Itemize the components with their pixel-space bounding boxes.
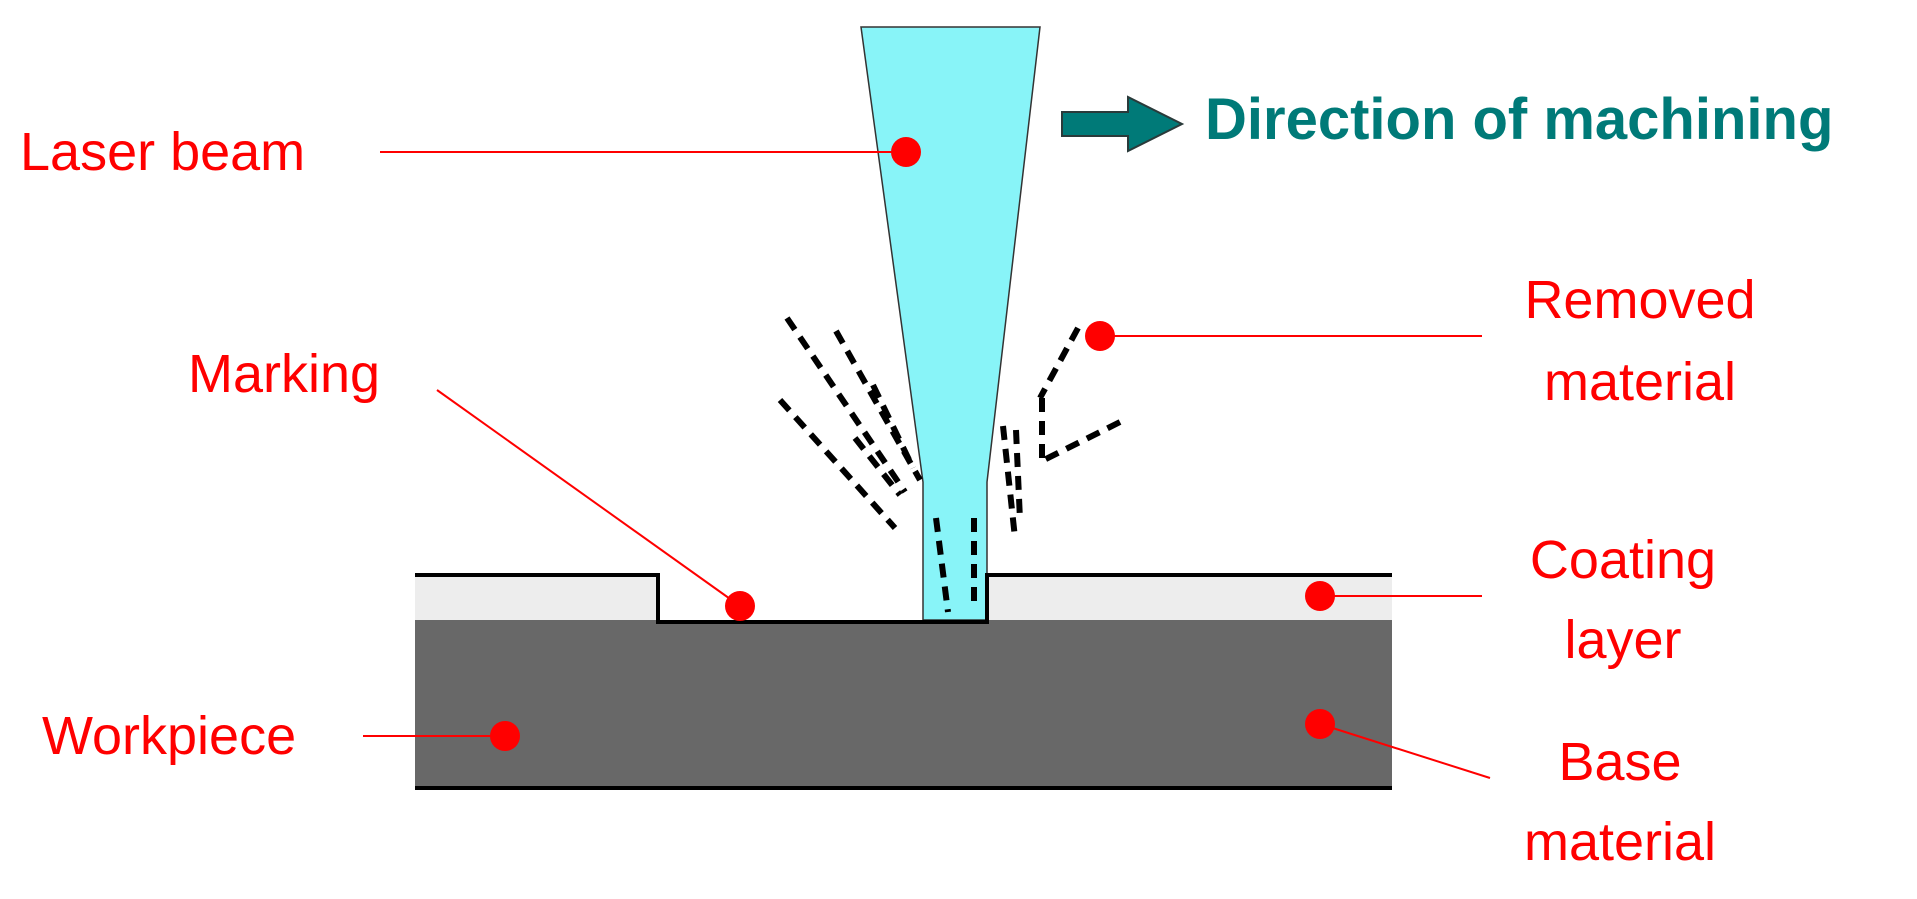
label-removed-material-line2: material bbox=[1544, 352, 1736, 412]
label-coating-layer-line2: layer bbox=[1564, 610, 1681, 670]
leader-base-material bbox=[1319, 723, 1491, 779]
label-direction-of-machining: Direction of machining bbox=[1205, 87, 1833, 152]
dot-coating-layer bbox=[1305, 581, 1335, 611]
dot-laser-beam bbox=[891, 137, 921, 167]
coating-outline bbox=[415, 573, 1392, 624]
marker-dots bbox=[490, 137, 1335, 751]
base-material-block bbox=[415, 620, 1392, 788]
dot-marking bbox=[725, 591, 755, 621]
label-removed-material-line1: Removed bbox=[1524, 270, 1755, 330]
right-arrow-icon bbox=[1061, 95, 1185, 153]
coating-layer-left bbox=[415, 575, 658, 620]
leader-lines bbox=[363, 151, 1491, 779]
dot-base-material bbox=[1305, 709, 1335, 739]
removed-material-debris bbox=[777, 316, 1122, 613]
label-laser-beam: Laser beam bbox=[20, 122, 305, 182]
label-marking: Marking bbox=[188, 344, 380, 404]
label-coating-layer-line1: Coating bbox=[1530, 530, 1716, 590]
label-base-material-line1: Base bbox=[1558, 732, 1681, 792]
leader-marking bbox=[436, 389, 741, 607]
dot-removed-material bbox=[1085, 321, 1115, 351]
label-workpiece: Workpiece bbox=[42, 706, 296, 766]
label-base-material-line2: material bbox=[1524, 812, 1716, 872]
dot-workpiece bbox=[490, 721, 520, 751]
